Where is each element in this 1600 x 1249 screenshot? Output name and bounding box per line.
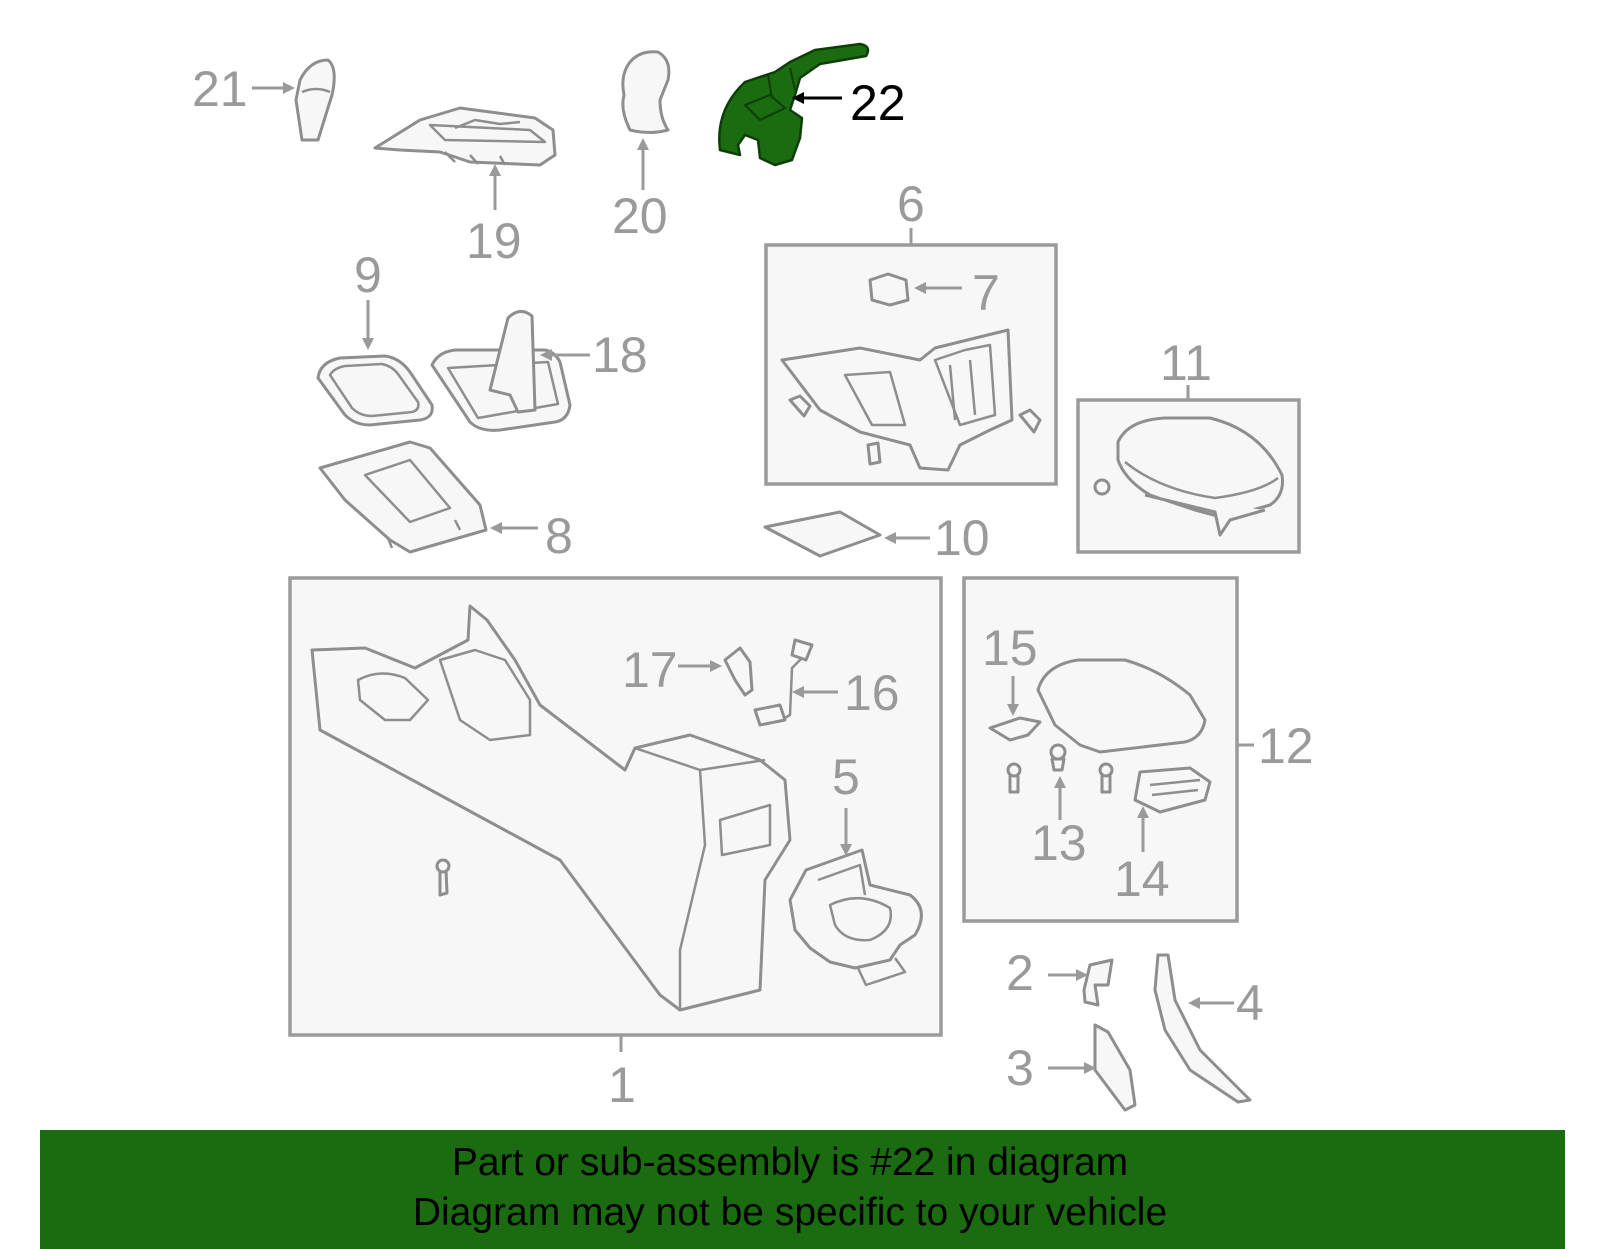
callout-20: 20: [612, 188, 668, 244]
callout-19: 19: [466, 213, 522, 269]
callout-15: 15: [982, 620, 1038, 676]
info-banner: Part or sub-assembly is #22 in diagram D…: [40, 1130, 1565, 1249]
banner-line-1: Part or sub-assembly is #22 in diagram: [451, 1141, 1129, 1184]
callout-3: 3: [1006, 1040, 1034, 1096]
part-22-highlighted[interactable]: [718, 42, 870, 167]
callout-12: 12: [1258, 718, 1314, 774]
part-12-lid[interactable]: [1036, 658, 1207, 754]
callout-17: 17: [622, 642, 678, 698]
callout-22: 22: [850, 75, 906, 131]
part-9-bezel[interactable]: [316, 354, 434, 427]
part-11-armrest[interactable]: [1093, 416, 1284, 537]
part-17-bracket[interactable]: [723, 646, 754, 697]
part-10-mat[interactable]: [763, 510, 882, 558]
part-8-trim-panel[interactable]: [318, 440, 488, 554]
callout-8: 8: [545, 508, 573, 564]
part-12-screws[interactable]: [1006, 762, 1114, 794]
leader-lines: [252, 82, 1254, 1074]
part-19-shift-indicator[interactable]: [373, 106, 557, 167]
callout-21: 21: [192, 61, 248, 117]
part-13-screw[interactable]: [1049, 743, 1067, 772]
callout-9: 9: [354, 247, 382, 303]
part-14-latch[interactable]: [1133, 766, 1212, 814]
callout-7: 7: [972, 265, 1000, 321]
callout-14: 14: [1114, 851, 1170, 907]
callout-13: 13: [1031, 815, 1087, 871]
part-20-shift-boot[interactable]: [621, 50, 671, 134]
callout-16: 16: [844, 665, 900, 721]
part-7-clip[interactable]: [868, 272, 910, 307]
callout-5: 5: [832, 749, 860, 805]
part-16-wire[interactable]: [753, 638, 814, 727]
callout-10: 10: [934, 510, 990, 566]
part-21-shift-knob[interactable]: [294, 58, 336, 142]
part-6-console-upper[interactable]: [780, 328, 1042, 472]
part-15-clip[interactable]: [988, 716, 1042, 742]
callout-18: 18: [592, 327, 648, 383]
banner-line-2: Diagram may not be specific to your vehi…: [412, 1191, 1168, 1234]
callout-11: 11: [1160, 335, 1212, 391]
callout-4: 4: [1236, 975, 1264, 1031]
part-18-shift-boot-bezel[interactable]: [430, 310, 572, 432]
callout-2: 2: [1006, 945, 1034, 1001]
part-3-panel[interactable]: [1093, 1023, 1137, 1112]
callout-1: 1: [608, 1057, 636, 1113]
callout-6: 6: [897, 176, 925, 232]
part-4-trim-strip[interactable]: [1153, 953, 1252, 1104]
part-1-console-body[interactable]: [310, 604, 792, 1012]
part-2-bracket[interactable]: [1082, 958, 1114, 1007]
part-5-cup-holder[interactable]: [788, 848, 923, 987]
